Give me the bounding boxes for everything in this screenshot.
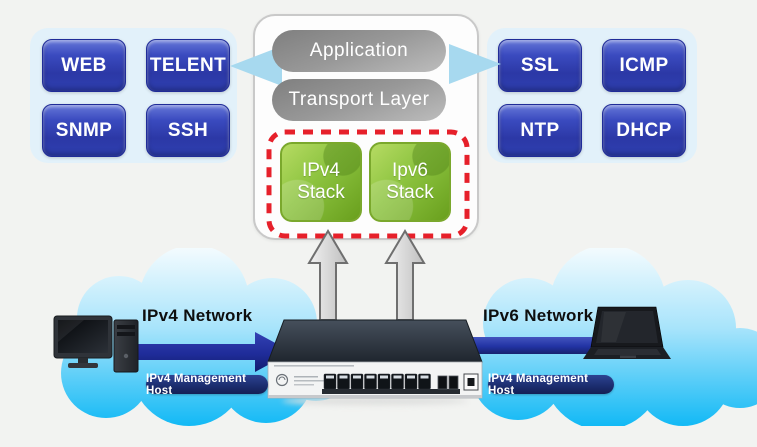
application-layer-pill: Application: [272, 30, 446, 72]
desktop-computer-icon: [53, 315, 139, 373]
protocol-button-dhcp: DHCP: [602, 104, 686, 157]
ipv4-stack-line1: IPv4: [301, 159, 341, 181]
ipv6-stack-box: Ipv6 Stack: [369, 142, 451, 222]
laptop-icon: [583, 306, 671, 359]
ipv6-stack-line2: Stack: [386, 182, 434, 203]
rj45-ports: [323, 373, 431, 390]
ipv6-network-title: IPv6 Network: [483, 306, 594, 325]
ipv6-side-management-host-label: IPv4 Management Host: [488, 373, 614, 397]
console-port: [463, 373, 479, 391]
ipv4-stack-box: IPv4 Stack: [280, 142, 362, 222]
ipv4-stack-line2: Stack: [297, 182, 345, 203]
protocol-button-web: WEB: [42, 39, 126, 92]
sfp-ports: [437, 375, 459, 390]
protocol-button-snmp: SNMP: [42, 104, 126, 157]
transport-layer-pill: Transport Layer: [272, 79, 446, 121]
ipv6-stack-line1: Ipv6: [392, 159, 428, 181]
protocol-button-telent: TELENT: [146, 39, 230, 92]
network-switch-icon: [267, 319, 483, 399]
switch-logo: [275, 373, 289, 387]
protocol-stack-panel: Application Transport Layer IPv4 Stack I…: [230, 14, 501, 240]
right-protocol-group: SSL ICMP NTP DHCP: [487, 28, 697, 163]
ipv4-flow-arrow-icon: [133, 332, 292, 372]
protocol-button-ssh: SSH: [146, 104, 230, 157]
ipv4-network-title: IPv4 Network: [142, 306, 253, 325]
switch-shadow: [282, 397, 468, 405]
stack-up-arrows-icon: [307, 229, 426, 321]
left-protocol-group: WEB TELENT SNMP SSH: [30, 28, 237, 163]
protocol-button-ntp: NTP: [498, 104, 582, 157]
protocol-button-ssl: SSL: [498, 39, 582, 92]
ipv4-management-host-label: IPv4 Management Host: [146, 373, 268, 397]
protocol-button-icmp: ICMP: [602, 39, 686, 92]
